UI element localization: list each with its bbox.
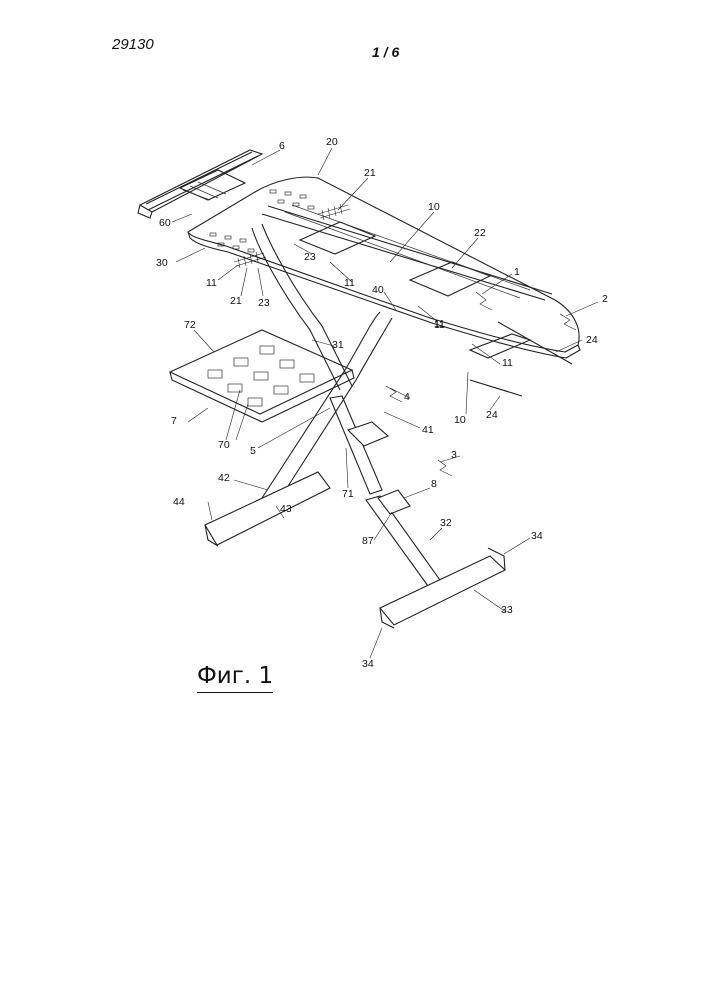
ref-label: 24 [486, 410, 498, 421]
ref-label: 87 [362, 536, 374, 547]
ref-label: 31 [332, 340, 344, 351]
ref-label: 43 [280, 504, 292, 515]
ref-label: 23 [258, 298, 270, 309]
ref-label: 34 [531, 531, 543, 542]
ref-label: 72 [184, 320, 196, 331]
ref-label: 6 [279, 141, 285, 152]
ref-label: 21 [364, 168, 376, 179]
ref-label: 11 [206, 278, 217, 289]
ref-label: 8 [431, 479, 437, 490]
ref-label: 21 [230, 296, 242, 307]
ref-label: 23 [304, 252, 316, 263]
ref-label: 20 [326, 137, 338, 148]
ref-label: 33 [501, 605, 513, 616]
ref-label: 1 [514, 267, 520, 278]
ref-label: 10 [428, 202, 440, 213]
ref-label: 42 [218, 473, 230, 484]
ref-label: 24 [586, 335, 598, 346]
ref-label: 2 [602, 294, 608, 305]
ref-label: 40 [372, 285, 384, 296]
ref-label: 60 [159, 218, 171, 229]
ref-label: 4 [404, 392, 410, 403]
ref-label: 7 [171, 416, 177, 427]
ref-label: 34 [362, 659, 374, 670]
ref-label: 22 [474, 228, 486, 239]
ref-label: 32 [440, 518, 452, 529]
ref-label: 70 [218, 440, 230, 451]
figure-caption: Фиг. 1 [197, 663, 273, 693]
ref-label: 11 [434, 319, 445, 330]
ref-label: 30 [156, 258, 168, 269]
ref-label: 41 [422, 425, 434, 436]
ref-label: 10 [454, 415, 466, 426]
ref-label: 44 [173, 497, 185, 508]
ref-label: 5 [250, 446, 256, 457]
ref-label: 11 [344, 278, 355, 289]
ref-label: 71 [342, 489, 354, 500]
ref-label: 11 [502, 358, 513, 369]
ref-label: 3 [451, 450, 457, 461]
